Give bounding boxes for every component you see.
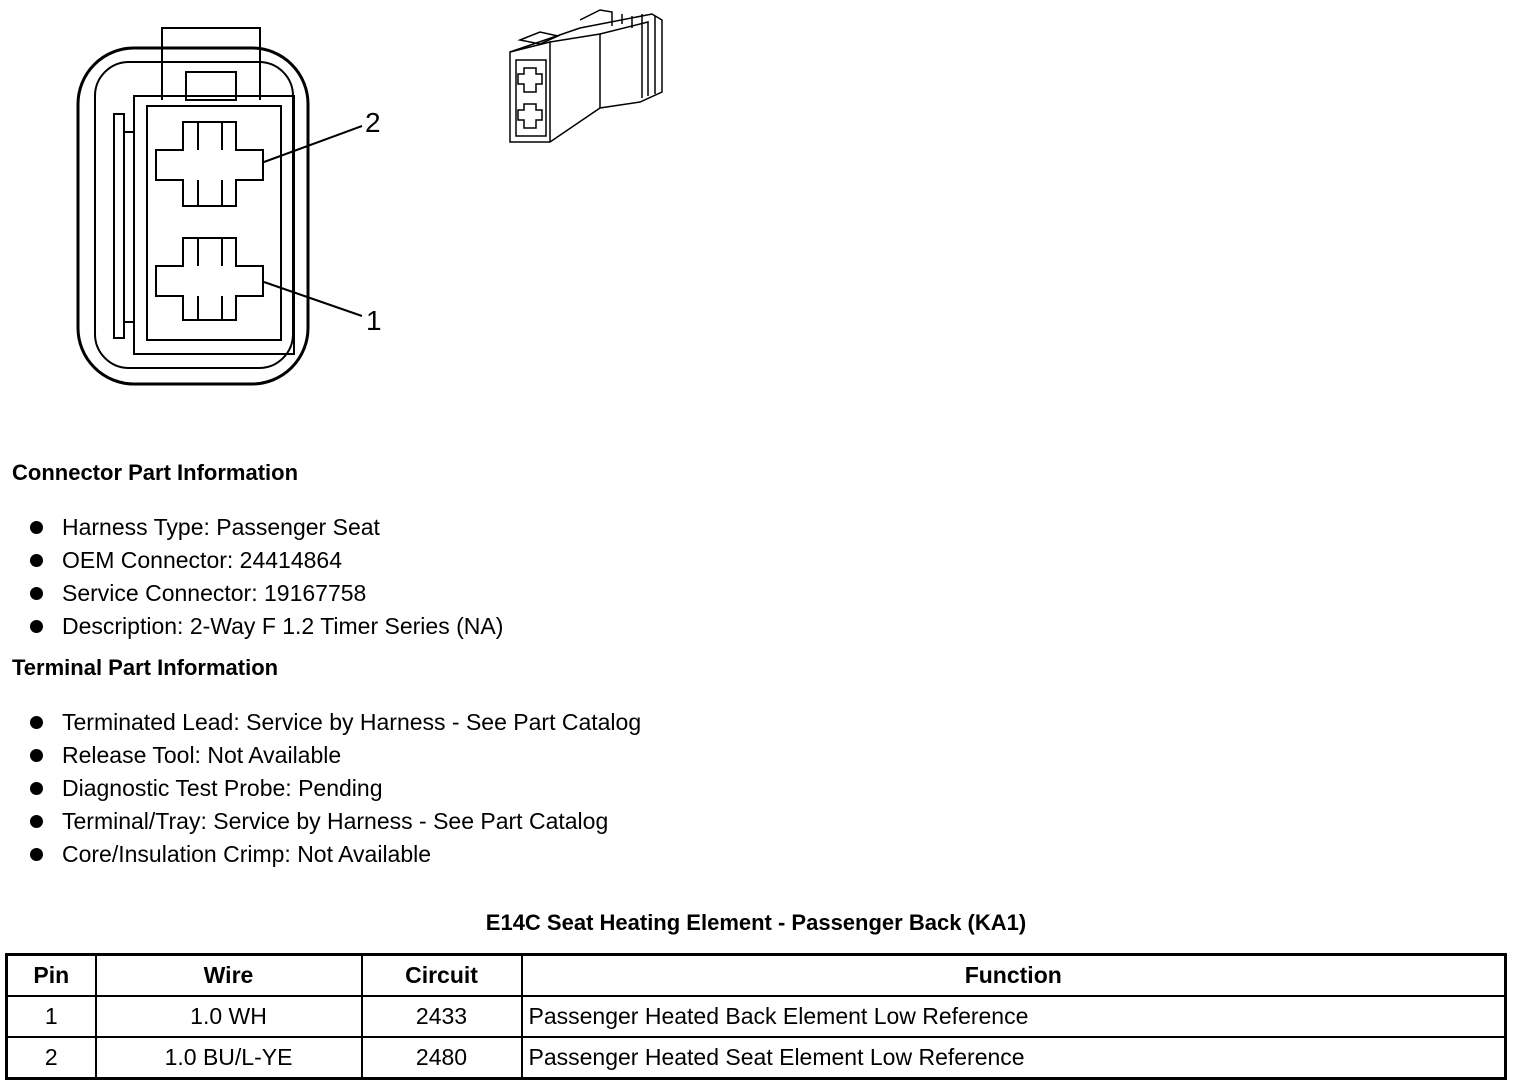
table-row: 2 1.0 BU/L-YE 2480 Passenger Heated Seat… (5, 1036, 1507, 1080)
bullet-icon (30, 716, 43, 729)
list-item: Service Connector: 19167758 (28, 577, 503, 610)
callout-label-2: 2 (365, 107, 381, 138)
list-item: Release Tool: Not Available (28, 739, 641, 772)
cell-function: Passenger Heated Back Element Low Refere… (520, 995, 1507, 1038)
column-header-circuit: Circuit (360, 953, 523, 997)
list-item: Harness Type: Passenger Seat (28, 511, 503, 544)
cell-function: Passenger Heated Seat Element Low Refere… (520, 1036, 1507, 1080)
connector-3d-thumbnail (509, 9, 663, 143)
table-header-row: Pin Wire Circuit Function (5, 953, 1507, 997)
connector-latch (161, 27, 261, 100)
callout-leader-1 (263, 281, 363, 317)
terminal-cavity-2 (155, 121, 264, 207)
list-item: Description: 2-Way F 1.2 Timer Series (N… (28, 610, 503, 643)
callout-leader-2 (263, 125, 363, 163)
bullet-icon (30, 620, 43, 633)
bullet-icon (30, 749, 43, 762)
cell-wire: 1.0 BU/L-YE (94, 1036, 363, 1080)
terminal-part-info-heading: Terminal Part Information (12, 655, 279, 680)
connector-part-info-heading: Connector Part Information (12, 460, 299, 485)
callout-label-1: 1 (366, 305, 382, 336)
terminal-cavity-1 (155, 237, 264, 321)
bullet-icon (30, 554, 43, 567)
cell-pin: 2 (5, 1036, 97, 1080)
list-item: Terminal/Tray: Service by Harness - See … (28, 805, 641, 838)
list-item: Diagnostic Test Probe: Pending (28, 772, 641, 805)
connector-diagram: 2 1 (76, 9, 663, 386)
bullet-icon (30, 815, 43, 828)
column-header-function: Function (520, 953, 1507, 997)
list-item: OEM Connector: 24414864 (28, 544, 503, 577)
cell-circuit: 2433 (360, 995, 523, 1038)
cell-circuit: 2480 (360, 1036, 523, 1080)
terminal-part-info-list: Terminated Lead: Service by Harness - Se… (28, 706, 641, 871)
connector-housing-outer (76, 46, 310, 386)
bullet-icon (30, 587, 43, 600)
connector-part-info-list: Harness Type: Passenger Seat OEM Connect… (28, 511, 503, 643)
bullet-icon (30, 782, 43, 795)
cell-pin: 1 (5, 995, 97, 1038)
connector-insert (133, 95, 295, 355)
table-row: 1 1.0 WH 2433 Passenger Heated Back Elem… (5, 995, 1507, 1038)
pin-table: Pin Wire Circuit Function 1 1.0 WH 2433 … (5, 953, 1507, 1080)
bullet-icon (30, 848, 43, 861)
bullet-icon (30, 521, 43, 534)
list-item: Terminated Lead: Service by Harness - Se… (28, 706, 641, 739)
column-header-pin: Pin (5, 953, 97, 997)
pin-table-title: E14C Seat Heating Element - Passenger Ba… (485, 910, 1027, 935)
cell-wire: 1.0 WH (94, 995, 363, 1038)
column-header-wire: Wire (94, 953, 363, 997)
list-item: Core/Insulation Crimp: Not Available (28, 838, 641, 871)
